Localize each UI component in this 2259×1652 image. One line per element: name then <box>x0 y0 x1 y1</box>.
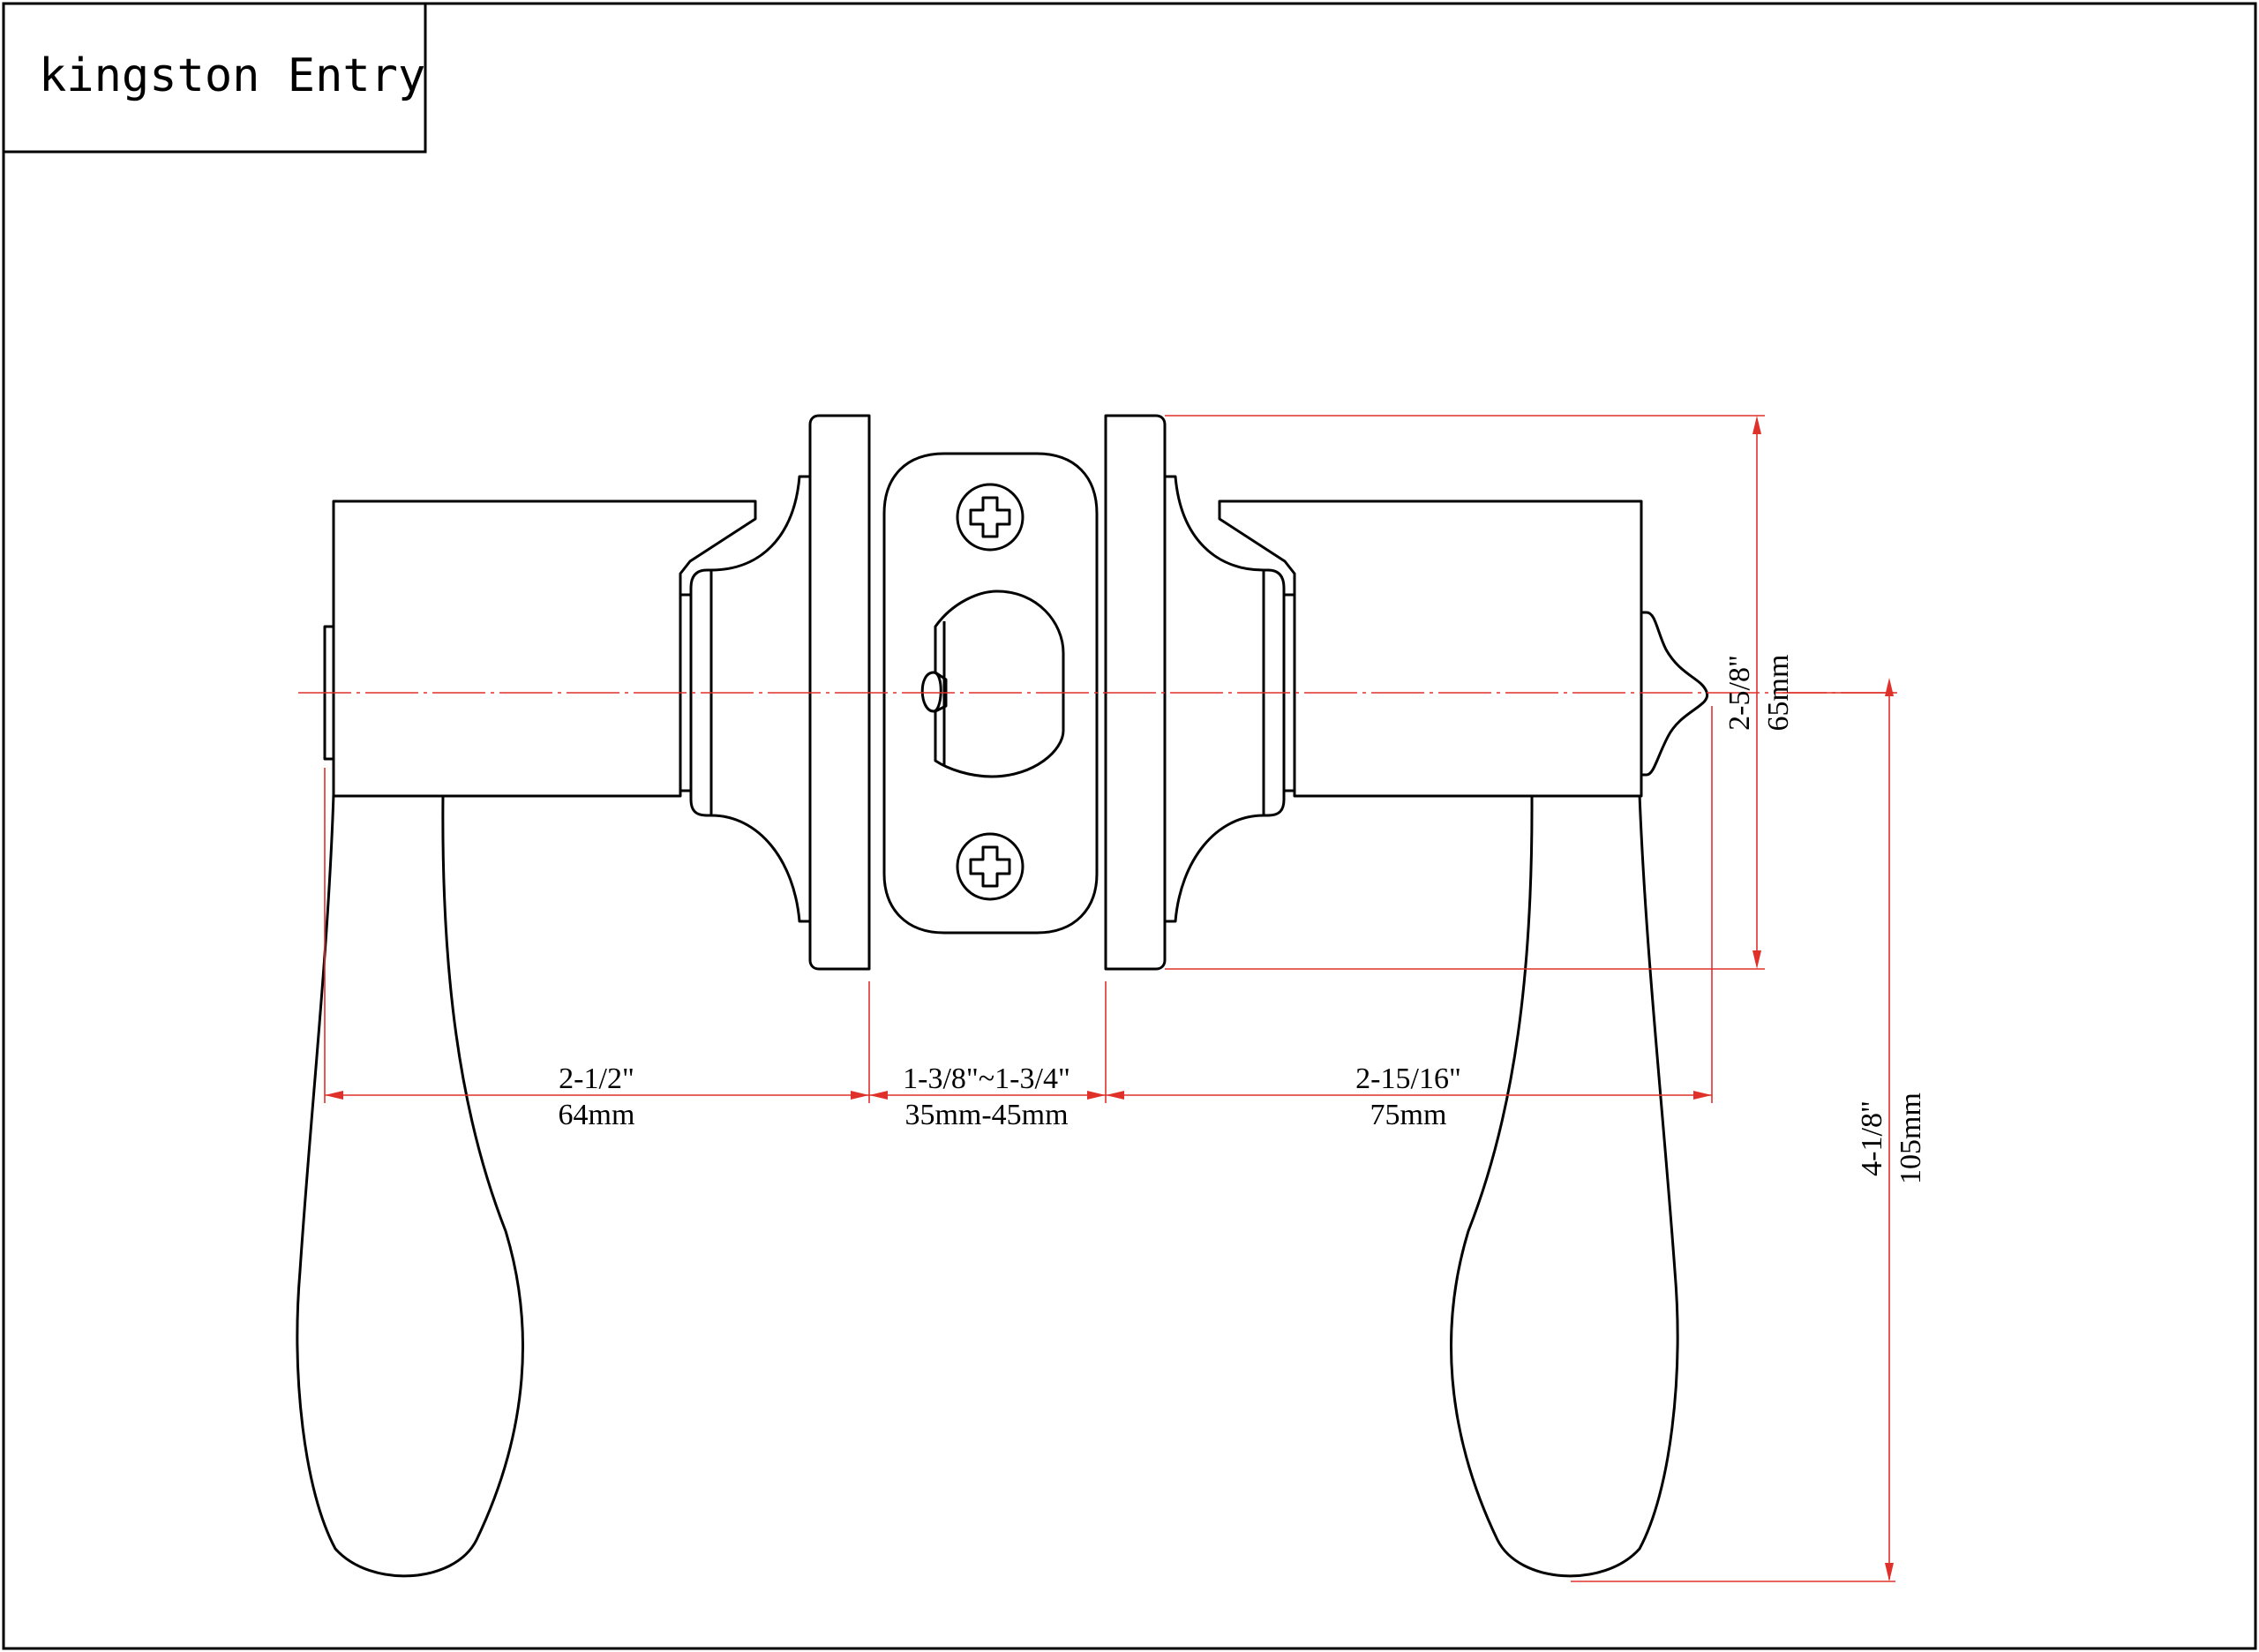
left-lever-assembly <box>296 414 871 1578</box>
door-thickness-imperial: 1-3/8"~1-3/4" <box>903 1063 1070 1095</box>
right-proj-arrow-right <box>1693 1091 1712 1100</box>
right-proj-arrow-left <box>1106 1091 1124 1100</box>
right-lever-handle <box>1450 792 1679 1578</box>
left-rose-flare <box>709 475 812 923</box>
lever-drop-arrow-top <box>1885 678 1894 696</box>
dimension-lines <box>298 415 1897 1582</box>
lever-drop-arrow-bottom <box>1885 1563 1894 1581</box>
top-screw-icon <box>956 483 1024 552</box>
rose-height-imperial: 2-5/8" <box>1723 655 1756 731</box>
door-arrow-left <box>869 1091 888 1100</box>
right-projection-imperial: 2-15/16" <box>1355 1063 1461 1095</box>
thumb-turn <box>1640 611 1709 777</box>
right-lever-assembly <box>1104 414 1709 1578</box>
left-projection-metric: 64mm <box>559 1099 635 1131</box>
door-arrow-right <box>1087 1091 1106 1100</box>
title-text: kingston Entry <box>39 49 425 102</box>
left-lever-hub <box>332 499 757 798</box>
rose-height-arrow-bottom <box>1752 950 1761 969</box>
left-proj-arrow-left <box>325 1091 343 1100</box>
left-proj-arrow-right <box>851 1091 869 1100</box>
lever-drop-metric: 105mm <box>1895 1093 1927 1184</box>
door-thickness-metric: 35mm-45mm <box>904 1099 1068 1131</box>
dimension-labels: 2-1/2" 64mm 1-3/8"~1-3/4" 35mm-45mm 2-15… <box>559 655 1927 1184</box>
rose-height-metric: 65mm <box>1762 655 1795 732</box>
lever-drop-imperial: 4-1/8" <box>1856 1100 1888 1176</box>
left-projection-imperial: 2-1/2" <box>559 1063 634 1095</box>
title-box <box>2 2 427 154</box>
rose-height-arrow-top <box>1752 416 1761 434</box>
right-lever-hub <box>1218 499 1643 798</box>
right-projection-metric: 75mm <box>1370 1099 1447 1131</box>
title-block: kingston Entry <box>2 2 427 154</box>
right-rose-flare <box>1163 475 1265 923</box>
bottom-screw-icon <box>956 832 1024 901</box>
left-lever-handle <box>296 792 524 1578</box>
latch-bolt <box>920 589 1065 778</box>
